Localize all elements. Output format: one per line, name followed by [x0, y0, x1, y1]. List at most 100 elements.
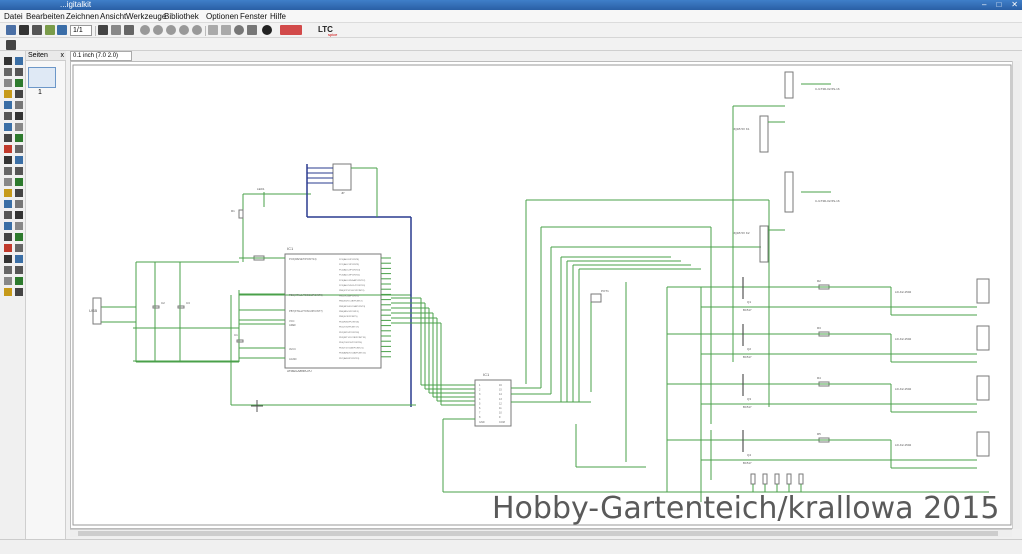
menu-optionen[interactable]: Optionen: [206, 12, 239, 21]
command-tool-icon[interactable]: [15, 57, 23, 65]
command-tool-icon[interactable]: [4, 222, 12, 230]
relay-k1: [759, 115, 769, 153]
command-tool-icon[interactable]: [15, 200, 23, 208]
menu-ansicht[interactable]: Ansicht: [100, 12, 127, 21]
command-tool-icon[interactable]: [15, 101, 23, 109]
command-tool-icon[interactable]: [4, 134, 12, 142]
menu-zeichnen[interactable]: Zeichnen: [66, 12, 99, 21]
run-icon[interactable]: [111, 25, 121, 35]
zoom-area-icon[interactable]: [192, 25, 202, 35]
minimize-button[interactable]: –: [982, 0, 987, 9]
menu-bearbeiten[interactable]: Bearbeiten: [26, 12, 65, 21]
board-icon[interactable]: [57, 25, 67, 35]
menu-bibliothek[interactable]: Bibliothek: [164, 12, 199, 21]
close-button[interactable]: ✕: [1011, 0, 1018, 9]
command-tool-icon[interactable]: [4, 244, 12, 252]
design-link-icon[interactable]: [280, 25, 302, 35]
command-tool-icon[interactable]: [15, 288, 23, 296]
header-jp: [332, 163, 352, 191]
ic2-pin: 10: [499, 412, 502, 415]
go-icon[interactable]: [247, 25, 257, 35]
command-tool-icon[interactable]: [15, 244, 23, 252]
command-tool-icon[interactable]: [15, 68, 23, 76]
stop-icon[interactable]: [234, 25, 244, 35]
help-icon[interactable]: [262, 25, 272, 35]
command-tool-icon[interactable]: [4, 57, 12, 65]
command-tool-icon[interactable]: [15, 90, 23, 98]
page-thumbnail[interactable]: [28, 67, 56, 88]
horizontal-scroll-thumb[interactable]: [78, 531, 998, 536]
command-tool-icon[interactable]: [4, 277, 12, 285]
redo-icon[interactable]: [221, 25, 231, 35]
save-icon[interactable]: [19, 25, 29, 35]
relay-k2-label: JQ1B 5V K2: [733, 231, 750, 235]
undo-icon[interactable]: [208, 25, 218, 35]
command-tool-icon[interactable]: [15, 233, 23, 241]
horizontal-scrollbar[interactable]: [70, 529, 1012, 537]
zoom-out-icon[interactable]: [166, 25, 176, 35]
menu-datei[interactable]: Datei: [4, 12, 23, 21]
cam-icon[interactable]: [45, 25, 55, 35]
maximize-button[interactable]: □: [996, 0, 1002, 9]
coordinate-display[interactable]: 0.1 inch (7.0 2.0): [70, 51, 132, 61]
command-tool-icon[interactable]: [15, 112, 23, 120]
pages-close-button[interactable]: x: [60, 52, 65, 59]
open-icon[interactable]: [6, 25, 16, 35]
grid-toggle-icon[interactable]: [6, 40, 16, 50]
command-tool-icon[interactable]: [4, 101, 12, 109]
ic1-left-pin: AVCC: [289, 347, 296, 351]
command-tool-icon[interactable]: [4, 200, 12, 208]
command-tool-icon[interactable]: [15, 79, 23, 87]
command-tool-icon[interactable]: [15, 167, 23, 175]
command-tool-icon[interactable]: [4, 156, 12, 164]
command-tool-icon[interactable]: [4, 266, 12, 274]
command-tool-icon[interactable]: [4, 112, 12, 120]
zoom-in-icon[interactable]: [153, 25, 163, 35]
ic2-pin: 14: [499, 393, 502, 396]
grid-icon[interactable]: [124, 25, 134, 35]
command-tool-icon[interactable]: [15, 145, 23, 153]
command-tool-icon[interactable]: [4, 68, 12, 76]
command-tool-icon[interactable]: [15, 156, 23, 164]
command-tool-icon[interactable]: [15, 266, 23, 274]
command-tool-icon[interactable]: [15, 123, 23, 131]
ltspice-label[interactable]: LTC: [318, 25, 333, 34]
jp-label: JP: [341, 191, 345, 195]
menu-fenster[interactable]: Fenster: [240, 12, 268, 21]
command-tool-icon[interactable]: [4, 123, 12, 131]
relay-k1-label: JQ1B 5V K1: [733, 127, 750, 131]
command-tool-icon[interactable]: [15, 189, 23, 197]
ic-uln2803: [474, 379, 512, 427]
channel-res-label: R4: [817, 376, 821, 380]
sheet-select[interactable]: 1/1: [70, 25, 92, 36]
menu-werkzeuge[interactable]: Werkzeuge: [126, 12, 167, 21]
output-conn-label: LD-K2-1502: [895, 337, 912, 341]
command-tool-icon[interactable]: [4, 211, 12, 219]
print-icon[interactable]: [32, 25, 42, 35]
command-tool-icon[interactable]: [4, 167, 12, 175]
relay-k2: [759, 225, 769, 263]
command-tool-icon[interactable]: [4, 90, 12, 98]
command-tool-icon[interactable]: [15, 222, 23, 230]
script-icon[interactable]: [98, 25, 108, 35]
menu-hilfe[interactable]: Hilfe: [270, 12, 287, 21]
command-tool-icon[interactable]: [15, 277, 23, 285]
command-tool-icon[interactable]: [4, 178, 12, 186]
command-tool-icon[interactable]: [15, 178, 23, 186]
command-tool-icon[interactable]: [4, 288, 12, 296]
vertical-scrollbar[interactable]: [1012, 61, 1020, 529]
zoom-redraw-icon[interactable]: [179, 25, 189, 35]
zoom-fit-icon[interactable]: [140, 25, 150, 35]
cap-c1: [236, 339, 244, 343]
command-tool-icon[interactable]: [15, 255, 23, 263]
command-tool-icon[interactable]: [15, 211, 23, 219]
command-tool-icon[interactable]: [4, 233, 12, 241]
command-tool-icon[interactable]: [15, 134, 23, 142]
command-tool-icon[interactable]: [4, 79, 12, 87]
command-tool-icon[interactable]: [4, 255, 12, 263]
ic2-pin: 11: [499, 407, 502, 410]
command-tool-icon[interactable]: [4, 145, 12, 153]
command-tool-icon[interactable]: [4, 189, 12, 197]
ic1-right-pin: PD5(T1/OC0B/PCINT21): [339, 347, 364, 349]
